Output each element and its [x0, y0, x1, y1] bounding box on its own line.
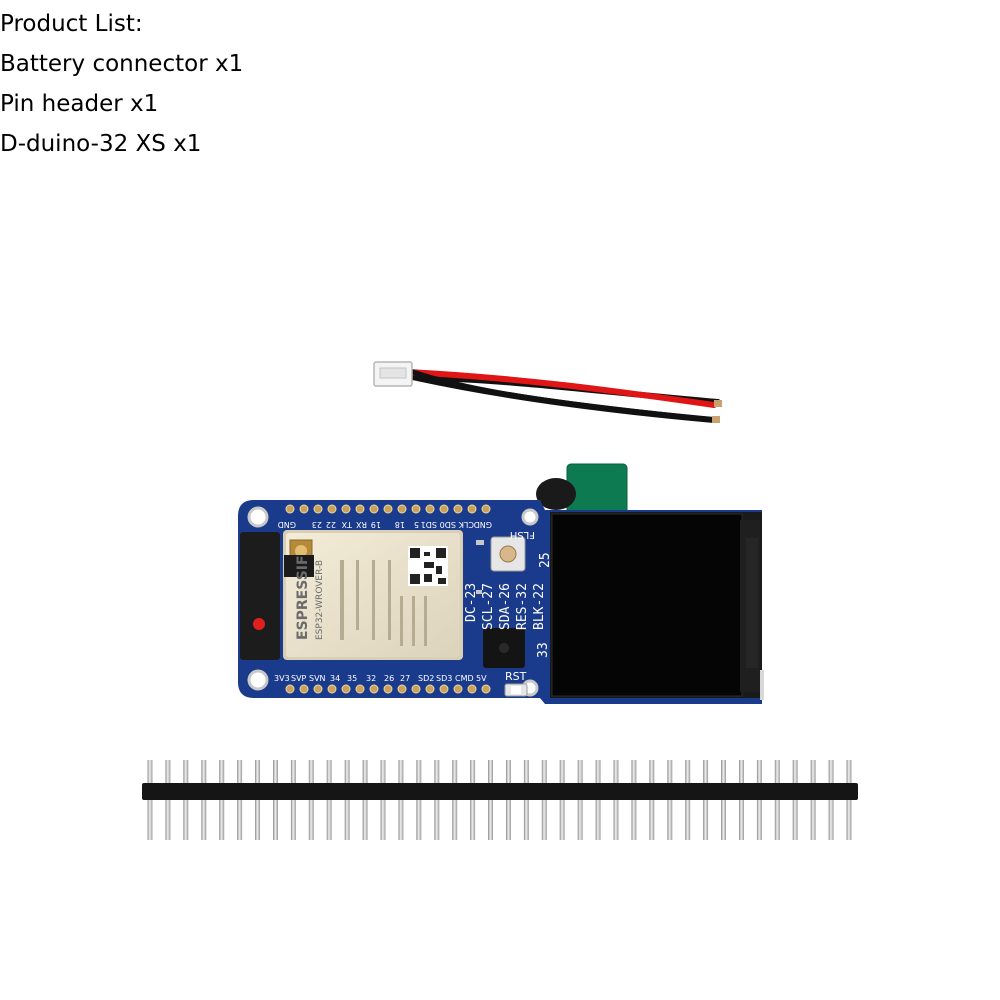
vibration-motor: [536, 478, 576, 510]
pin-label-top: GND: [278, 520, 296, 529]
display-pin-label: RES-32: [515, 583, 530, 630]
reset-button[interactable]: [504, 683, 528, 697]
qr-code-icon: [408, 546, 448, 586]
pin-label-bottom: SVN: [309, 674, 326, 683]
pin-label-top: 19: [371, 520, 381, 529]
gpio-25-label: 25: [538, 552, 553, 568]
pin-label-bottom: 32: [366, 674, 376, 683]
display-pin-label: SDA-26: [498, 583, 513, 630]
pin-label-top: 22: [326, 520, 336, 529]
pin-label-top: SD1: [421, 520, 437, 529]
pin-label-top: SD0: [440, 520, 456, 529]
reset-button-label: RST: [505, 670, 527, 683]
pin-label-bottom: CMD: [455, 674, 474, 683]
pin-label-bottom: 5V: [476, 674, 487, 683]
display-pin-label: SCL-27: [481, 583, 496, 630]
pin-label-top: 23: [312, 520, 322, 529]
product-item-d-duino-board: D-duino-32 XS x1: [0, 131, 202, 157]
module-model: ESP32-WROVER-B: [315, 560, 325, 640]
pin-label-bottom: 34: [330, 674, 340, 683]
top-pin-row: [285, 504, 491, 514]
product-item-pin-header: Pin header x1: [0, 91, 159, 117]
pin-label-bottom: 35: [347, 674, 357, 683]
pin-label-bottom: SVP: [291, 674, 307, 683]
d-duino-32-xs-board: GND 23 22 TX RX 19 18 5 SD1 SD0 CLK GND …: [238, 463, 764, 704]
product-item-battery-connector: Battery connector x1: [0, 51, 244, 77]
esp32-module: ESPRESSIF ESP32-WROVER-B: [283, 530, 463, 660]
gpio-33-label: 33: [536, 642, 551, 658]
pin-label-bottom: 26: [384, 674, 394, 683]
pin-label-bottom: 3V3: [274, 674, 290, 683]
pin-label-bottom: 27: [400, 674, 410, 683]
pin-label-bottom: SD2: [418, 674, 434, 683]
power-led-icon: [253, 618, 265, 630]
pin-label-top: 5: [414, 520, 419, 529]
display-pin-labels: DC-23 SCL-27 SDA-26 RES-32 BLK-22 25 33: [464, 552, 553, 658]
pin-header-strip: [142, 783, 858, 800]
product-list: Product List: Battery connector x1 Pin h…: [0, 4, 243, 164]
battery-socket: [240, 532, 280, 660]
pin-label-top: 18: [395, 520, 405, 529]
top-pin-labels: GND 23 22 TX RX 19 18 5 SD1 SD0 CLK GND: [278, 520, 492, 529]
product-list-heading: Product List:: [0, 11, 143, 37]
battery-connector-cable: [373, 361, 722, 423]
display-pin-label: BLK-22: [532, 583, 547, 630]
pin-label-top: TX: [341, 520, 353, 529]
bottom-pin-row: [285, 684, 491, 694]
flash-button[interactable]: [490, 536, 526, 572]
module-brand: ESPRESSIF: [295, 555, 311, 640]
bottom-pin-labels: 3V3 SVP SVN 34 35 32 26 27 SD2 SD3 CMD 5…: [274, 674, 487, 683]
pin-header: [142, 760, 858, 840]
battery-tab: [566, 463, 628, 515]
tft-display: [550, 512, 764, 700]
pin-label-top: RX: [355, 520, 367, 529]
flash-button-label: FLSH: [510, 529, 535, 540]
pin-label-top: CLK: [458, 520, 474, 529]
display-pin-label: DC-23: [464, 583, 479, 622]
pin-label-top: GND: [474, 520, 492, 529]
pin-label-bottom: SD3: [436, 674, 452, 683]
